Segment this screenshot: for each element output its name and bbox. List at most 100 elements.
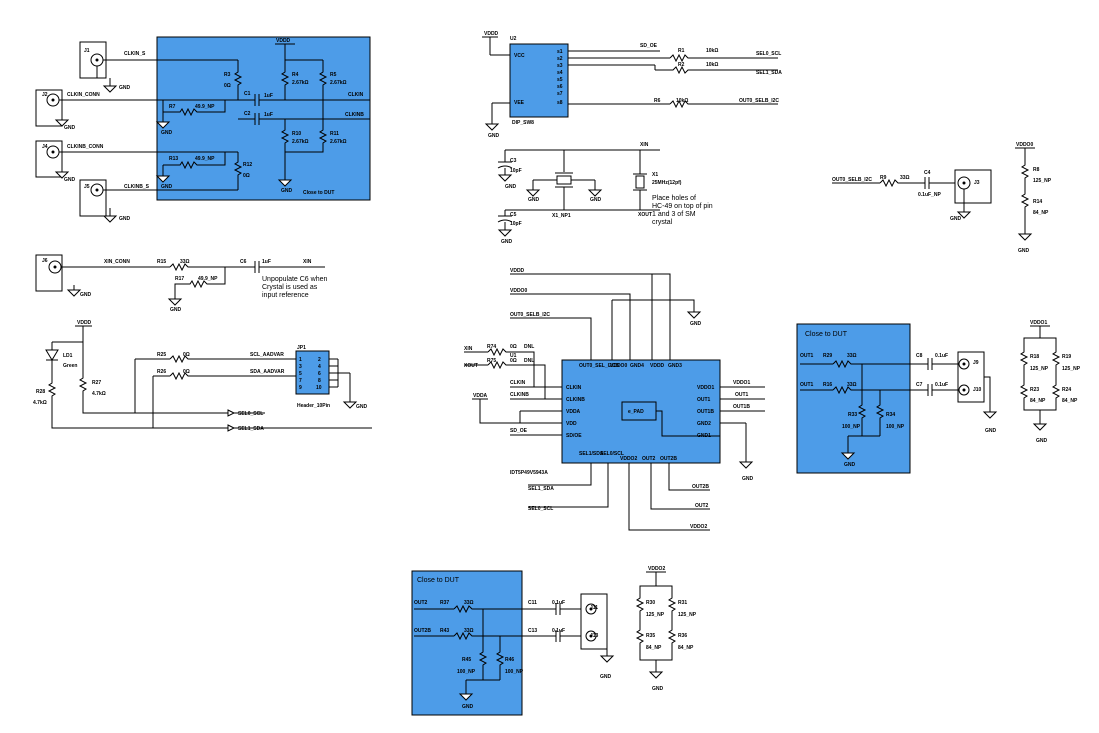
r43-ref: R43 <box>440 628 449 634</box>
r33-val: 100_NP <box>842 424 861 430</box>
r4-val: 2.67kΩ <box>292 80 309 86</box>
unpopulate-note-2: Crystal is used as <box>262 284 318 291</box>
j3-label: J3 <box>974 180 980 186</box>
place-holes-note-3: 1 and 3 of SM <box>652 211 696 218</box>
svg-text:e_PAD: e_PAD <box>628 409 644 415</box>
out1-section: OUT1 R29 33Ω C8 0.1uF OUT1 R16 33Ω C7 0.… <box>800 320 1081 468</box>
r17-val: 49.9_NP <box>198 276 218 282</box>
vddo1-net-right: VDDO1 <box>1030 320 1047 326</box>
out2-net-u1: OUT2 <box>695 503 709 509</box>
svg-text:VDD: VDD <box>566 421 577 427</box>
r28-val: 4.7kΩ <box>33 400 47 406</box>
xin-net-u1: XIN <box>464 346 473 352</box>
svg-text:3: 3 <box>299 364 302 370</box>
r31-ref: R31 <box>678 600 687 606</box>
crystal-section: XIN C3 10pF GND GND GND X1_NP1 X1 25MHz(… <box>497 142 713 245</box>
svg-text:GND: GND <box>1036 438 1048 444</box>
svg-text:VCC: VCC <box>514 53 525 59</box>
r37-ref: R37 <box>440 600 449 606</box>
svg-text:5: 5 <box>299 371 302 377</box>
c5-ref: C5 <box>510 212 517 218</box>
c13-ref: C13 <box>528 628 537 634</box>
c8-ref: C8 <box>916 353 923 359</box>
connector-j11-j13 <box>580 593 608 650</box>
j5-label: J5 <box>84 184 90 190</box>
svg-text:s6: s6 <box>557 84 563 90</box>
u1-ref: U1 <box>510 353 517 359</box>
clkin-s-net: CLKIN_S <box>124 51 146 57</box>
vddo2-net-right: VDDO2 <box>648 566 665 572</box>
r5-val: 2.67kΩ <box>330 80 347 86</box>
clkin-conn-net: CLKIN_CONN <box>67 92 100 98</box>
r36-ref: R36 <box>678 633 687 639</box>
vddo0-net-right: VDDO0 <box>1016 142 1033 148</box>
sda-aadvar-net: SDA_AADVAR <box>250 369 285 375</box>
svg-text:GND: GND <box>64 125 76 131</box>
r26-val: 0Ω <box>183 369 190 375</box>
svg-text:2: 2 <box>318 357 321 363</box>
svg-text:GND: GND <box>462 704 474 710</box>
r43-val: 33Ω <box>464 628 474 634</box>
vddo0-net-u1: VDDO0 <box>510 288 527 294</box>
c6-val: 1uF <box>262 259 271 265</box>
c5-val: 10pF <box>510 221 522 227</box>
close-to-dut-note-input: Close to DUT <box>303 190 334 196</box>
out0-section: OUT0_SELB_I2C R9 33Ω C4 0.1uF_NP J3 GND … <box>832 142 1052 254</box>
r29-val: 33Ω <box>847 353 857 359</box>
unpopulate-note-1: Unpopulate C6 when <box>262 276 327 283</box>
vddd-net-u1: VDDD <box>510 268 525 274</box>
sel0-scl-net-u1: SEL0_SCL <box>528 506 553 512</box>
svg-text:CLKINB: CLKINB <box>566 397 585 403</box>
j13-label: J13 <box>590 633 599 639</box>
svg-text:GND: GND <box>281 188 293 194</box>
svg-text:OUT0_SEL_I2CB: OUT0_SEL_I2CB <box>579 363 619 369</box>
r74-ref: R74 <box>487 344 496 350</box>
svg-text:OUT1: OUT1 <box>697 397 711 403</box>
svg-text:OUT1B: OUT1B <box>697 409 714 415</box>
close-to-dut-panel-out2 <box>411 570 523 716</box>
c1-val: 1uF <box>264 93 273 99</box>
vddo2-net-u1: VDDO2 <box>690 524 707 530</box>
led-ld1 <box>45 349 59 361</box>
c11-ref: C11 <box>528 600 537 606</box>
scl-aadvar-net: SCL_AADVAR <box>250 352 284 358</box>
c8-val: 0.1uF <box>935 353 948 359</box>
jp1-ref: JP1 <box>297 345 306 351</box>
r18-ref: R18 <box>1030 354 1039 360</box>
out1b-net-panel: OUT1 <box>800 382 814 388</box>
c3-ref: C3 <box>510 158 517 164</box>
r8-val: 125_NP <box>1033 178 1052 184</box>
i2c-header-section: VDDD LD1 Green R28 4.7kΩ R27 4.7kΩ R25 0… <box>33 320 372 432</box>
svg-text:s8: s8 <box>557 100 563 106</box>
vddd-net-u2: VDDD <box>484 31 499 37</box>
svg-text:GND: GND <box>80 292 92 298</box>
r45-val: 100_NP <box>457 669 476 675</box>
c2-ref: C2 <box>244 111 251 117</box>
r9-val: 33Ω <box>900 175 910 181</box>
j11-label: J11 <box>590 605 598 611</box>
j4-label: J4 <box>42 144 48 150</box>
svg-text:10: 10 <box>316 385 322 391</box>
close-to-dut-panel-out1 <box>796 323 911 474</box>
svg-text:GND: GND <box>356 404 368 410</box>
out1-net-panel: OUT1 <box>800 353 814 359</box>
out2b-net-u1: OUT2B <box>692 484 709 490</box>
j10-label: J10 <box>973 387 982 393</box>
r26-ref: R26 <box>157 369 166 375</box>
x1-val: 25MHz(12pf) <box>652 180 682 186</box>
svg-text:GND: GND <box>64 177 76 183</box>
svg-text:s1: s1 <box>557 49 563 55</box>
svg-text:GND: GND <box>488 133 500 139</box>
svg-text:SD/OE: SD/OE <box>566 433 582 439</box>
clkin-net-u1: CLKIN <box>510 380 526 386</box>
j2-label: J2 <box>42 92 48 98</box>
svg-text:GND: GND <box>600 674 612 680</box>
x1-ref: X1 <box>652 172 658 178</box>
u1-name: IDT5P49V5943A <box>510 470 548 476</box>
r14-val: 84_NP <box>1033 210 1049 216</box>
dip-switch-u2 <box>509 43 569 118</box>
c13-val: 0.1uF <box>552 628 565 634</box>
r27-val: 4.7kΩ <box>92 391 106 397</box>
svg-text:GND: GND <box>501 239 513 245</box>
r10-val: 2.67kΩ <box>292 139 309 145</box>
